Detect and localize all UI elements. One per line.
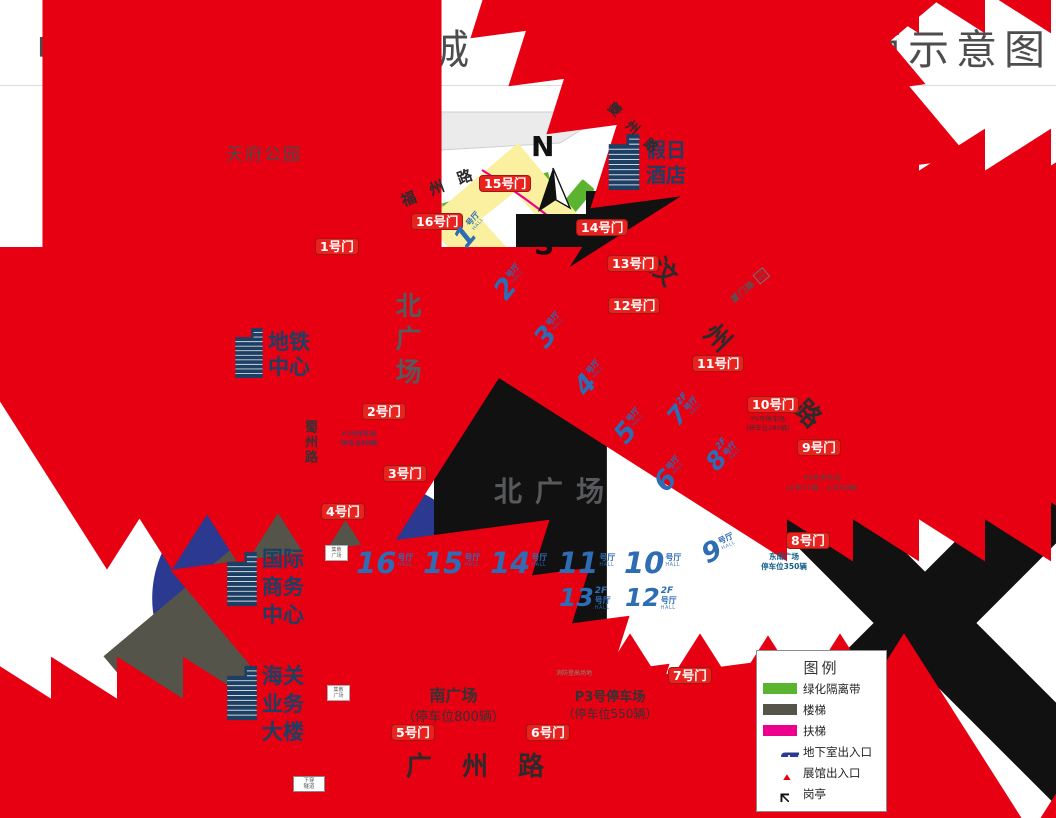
legend-item-guard-booth: 岗亭: [757, 783, 886, 804]
green-belt-icon: [757, 683, 803, 694]
vip-room-label: VIP休息室: [521, 619, 546, 625]
gate-3: 3号门: [383, 465, 427, 482]
hall-entrance-icon: [757, 766, 803, 780]
p5-parking-label: P5号停车场（停车位280辆）: [742, 415, 794, 432]
legend-item-escalator: 扶梯: [757, 720, 886, 741]
p3-parking-label: P3号停车场 （停车位550辆）: [562, 690, 658, 721]
gate-12: 12号门: [608, 297, 661, 314]
tianfu-park-label: 天府公园: [226, 145, 302, 165]
fire-lane-label: 消防登高场地: [556, 670, 593, 677]
gate-5: 5号门: [391, 724, 435, 741]
intl-business-center-label: 国际商务中心: [262, 547, 304, 627]
small-plaza-label-2: 集散广场: [327, 685, 350, 701]
tunnel-label: 下穿隧道: [293, 776, 325, 792]
gate-7: 7号门: [668, 667, 712, 684]
legend: 图例 绿化隔离带 楼梯 扶梯 地下室出入口 展馆出入口 岗亭: [756, 650, 887, 812]
gate-13: 13号门: [607, 255, 660, 272]
customs-building-label: 海关业务大楼: [262, 664, 304, 744]
gate-4: 4号门: [321, 503, 365, 520]
north-plaza-label-1: 北广场: [391, 292, 421, 391]
shuzhou-road-label: 蜀州路: [302, 420, 317, 465]
gate-2: 2号门: [362, 403, 406, 420]
guard-booth-icon: [757, 785, 803, 802]
gate-16: 16号门: [411, 213, 464, 230]
basement-entrance-icon: [757, 747, 803, 757]
p1-parking-label: P1号停车场（停车位88辆）: [335, 430, 383, 447]
holiday-inn-label: 假日酒店: [646, 138, 686, 187]
p4-parking-label: P4号停车场（大车17辆，小车50辆）: [781, 474, 863, 492]
gate-6: 6号门: [526, 724, 570, 741]
legend-item-basement: 地下室出入口: [757, 741, 886, 762]
gate-10: 10号门: [747, 396, 800, 413]
stairs-icon: [757, 704, 803, 715]
gate-8: 8号门: [786, 532, 830, 549]
small-plaza-label-1: 集散广场: [325, 545, 348, 561]
metro-center-label: 地铁中心: [268, 330, 310, 379]
legend-item-hall-entrance: 展馆出入口: [757, 762, 886, 783]
gate-11: 11号门: [692, 355, 745, 372]
compass-south: S: [534, 228, 555, 261]
gate-15: 15号门: [479, 175, 532, 192]
compass-north: N: [531, 130, 555, 163]
gate-9: 9号门: [797, 439, 841, 456]
gate-1: 1号门: [315, 238, 359, 255]
gate-14: 14号门: [576, 219, 629, 236]
legend-item-stairs: 楼梯: [757, 699, 886, 720]
escalator-icon: [757, 725, 803, 736]
legend-title: 图例: [803, 659, 840, 677]
compass-needle-icon: [538, 167, 572, 212]
guangzhou-road-label: 广州路: [406, 752, 575, 782]
south-plaza-label: 南广场 （停车位800辆）: [402, 686, 505, 725]
north-plaza-label-2: 北广场: [494, 475, 618, 508]
legend-item-green-belt: 绿化隔离带: [757, 678, 886, 699]
southeast-plaza-label: 东南广场停车位350辆: [761, 552, 807, 571]
